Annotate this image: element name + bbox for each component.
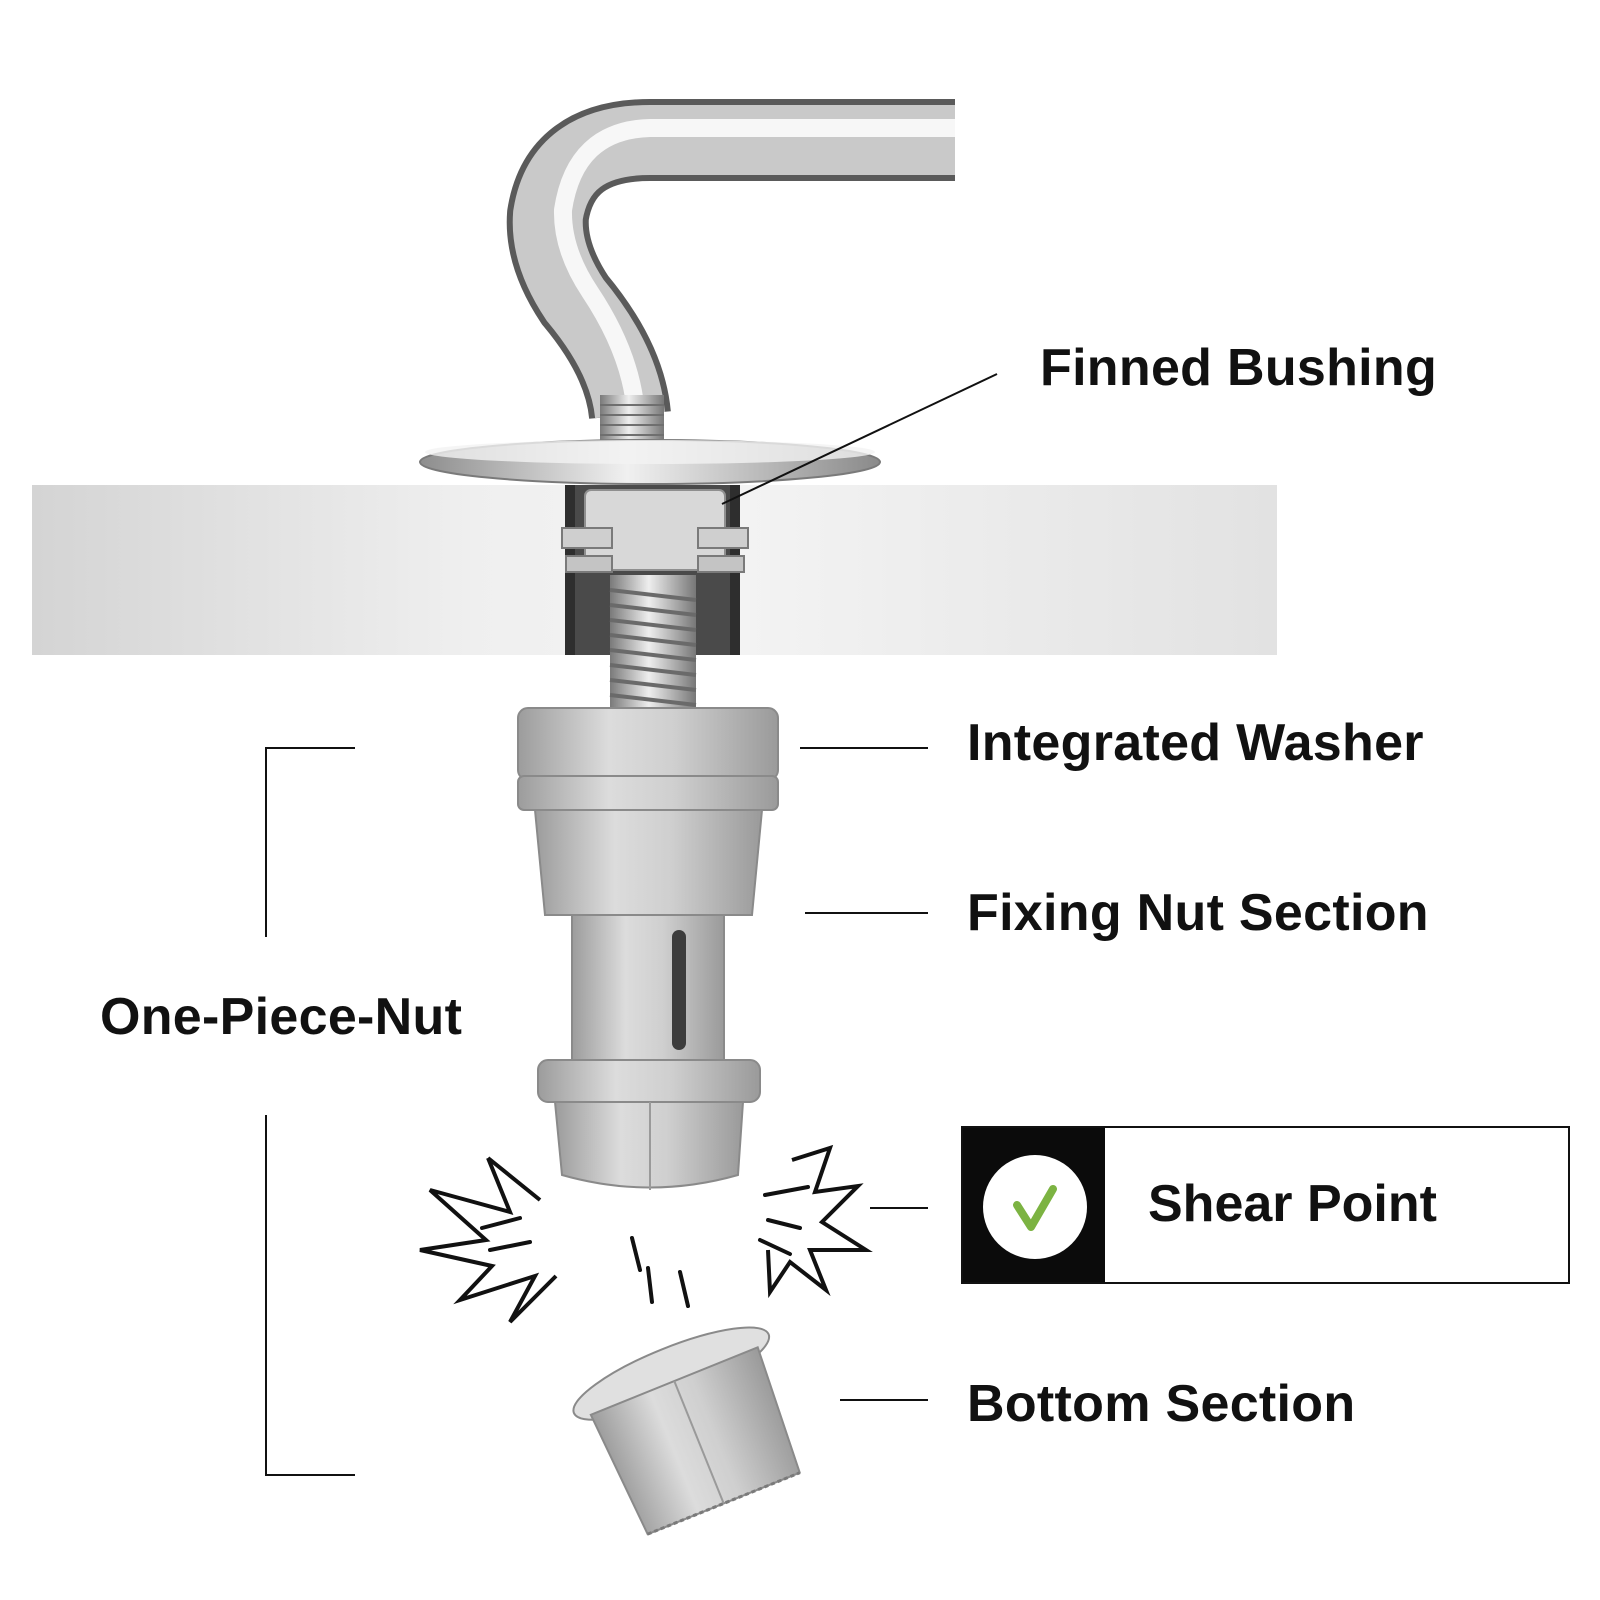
threaded-rod	[609, 575, 697, 715]
flange-disc	[419, 439, 881, 485]
shear-point-callout: Shear Point	[961, 1126, 1570, 1284]
shear-badge	[963, 1128, 1105, 1282]
label-one-piece-nut: One-Piece-Nut	[100, 988, 463, 1046]
finned-bushing	[561, 489, 749, 573]
label-fixing-nut-section: Fixing Nut Section	[967, 884, 1429, 942]
leader-finned-bushing	[721, 373, 998, 505]
label-shear-point: Shear Point	[1148, 1175, 1437, 1233]
one-piece-nut-bracket	[265, 747, 355, 1476]
label-integrated-washer: Integrated Washer	[967, 714, 1424, 772]
bottom-section-piece	[572, 1326, 801, 1536]
tap-pipe	[506, 99, 955, 445]
shear-streaks	[480, 1185, 810, 1308]
label-finned-bushing: Finned Bushing	[1040, 339, 1438, 397]
check-circle	[983, 1155, 1087, 1259]
one-piece-nut	[517, 707, 779, 1190]
leader-lines	[721, 373, 998, 1401]
shear-burst-right	[766, 1144, 873, 1299]
check-icon	[1013, 1185, 1057, 1231]
shear-burst-left	[419, 1156, 558, 1324]
label-bottom-section: Bottom Section	[967, 1375, 1356, 1433]
